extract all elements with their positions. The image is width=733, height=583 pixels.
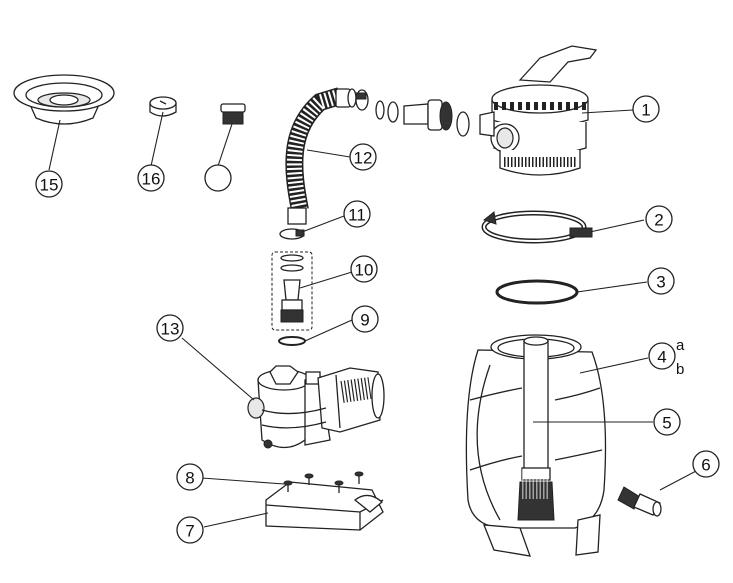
callout-5: 5 [653,408,681,436]
part-screws [283,471,364,493]
callout-14: 15 [35,170,63,198]
part-diffuser-dish [13,74,115,125]
callout-3: 3 [647,267,675,295]
callout-label: 3 [656,273,665,292]
part-hose-clamp [279,228,305,240]
callout-label: 8 [185,469,194,488]
callout-16 [204,164,232,192]
part-o-ring-pump [278,336,306,346]
leader-lines [48,109,699,528]
callout-8: 8 [176,463,204,491]
callout-15: 16 [137,164,165,192]
callout-label: 7 [185,522,194,541]
part-filter-tank [465,334,607,557]
part-adapter [220,103,246,125]
callout-10: 10 [350,255,378,283]
callout-variant-b: b [676,361,684,378]
callout-label: 13 [161,320,180,339]
part-o-ring-tank [495,279,579,305]
part-base-plate [265,481,384,531]
callout-label: 5 [662,414,671,433]
callout-label: 15 [40,176,59,195]
callout-2: 2 [645,205,673,233]
callout-label: 4 [657,348,666,367]
part-gauge-cap [149,96,177,117]
callout-7: 7 [176,516,204,544]
callout-6: 6 [692,450,720,478]
part-lateral-standpipe [517,336,555,521]
part-hose-connector-kit [271,251,313,331]
callout-9: 9 [351,305,379,333]
callout-label: 10 [355,261,374,280]
callout-13: 13 [156,314,184,342]
callout-label: 2 [654,211,663,230]
callout-label: 9 [360,311,369,330]
callout-12: 12 [349,143,377,171]
callout-label: 1 [641,101,650,120]
part-connecting-hose [285,87,470,225]
callout-4: 4 a b [648,337,685,378]
callout-label: 11 [348,206,366,225]
part-multiport-valve [479,45,598,176]
part-drain-plug [617,486,662,517]
part-pump [247,365,385,449]
callout-1: 1 [632,95,660,123]
callout-variant-a: a [676,337,685,354]
callout-label: 12 [354,149,373,168]
callout-label: 6 [701,456,710,475]
part-tank-clamp [481,210,593,244]
callout-11: 11 [343,200,371,228]
callout-label: 16 [142,170,161,189]
